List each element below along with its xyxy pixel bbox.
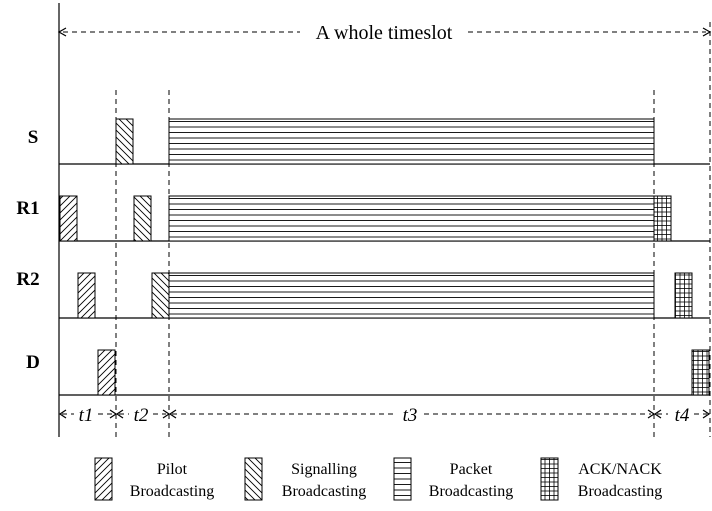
legend-item-signalling: Signalling Broadcasting: [244, 457, 366, 501]
row-label-r1: R1: [16, 198, 39, 219]
legend-line2-pilot: Broadcasting: [130, 483, 214, 500]
row-label-s: S: [28, 127, 39, 148]
r2-signalling-block: [151, 272, 170, 319]
row-label-d: D: [26, 352, 40, 373]
period-t1: t1: [58, 405, 118, 426]
s-signalling-block: [115, 118, 134, 165]
legend-line1-packet: Packet: [450, 461, 493, 478]
r2-ack-block: [674, 272, 693, 319]
period-label-t2: t2: [134, 405, 149, 426]
period-label-t3: t3: [403, 405, 418, 426]
r1-ack-block: [653, 195, 672, 242]
s-packet-block: [168, 118, 655, 165]
timeslot-arrowhead-right: [702, 27, 712, 37]
period-t4: t4: [653, 405, 711, 426]
legend-swatch-pilot: [94, 457, 113, 501]
legend-swatch-packet: [393, 457, 412, 501]
legend-swatch-ack: [540, 457, 559, 501]
period-label-t4: t4: [675, 405, 690, 426]
r2-pilot-block: [77, 272, 96, 319]
r1-packet-block: [168, 195, 655, 242]
row-label-r2: R2: [16, 269, 39, 290]
r1-signalling-block: [133, 195, 152, 242]
legend: Pilot Broadcasting Signalling Broadcasti…: [94, 457, 662, 501]
period-label-t1: t1: [79, 405, 94, 426]
r2-packet-block: [168, 272, 655, 319]
legend-item-ack: ACK/NACK Broadcasting: [540, 457, 662, 501]
d-ack-block: [691, 349, 710, 396]
legend-line1-signalling: Signalling: [291, 461, 357, 478]
legend-line2-signalling: Broadcasting: [282, 483, 366, 500]
r1-pilot-block: [59, 195, 78, 242]
legend-line2-packet: Broadcasting: [429, 483, 513, 500]
period-t2: t2: [115, 405, 171, 426]
legend-item-packet: Packet Broadcasting: [393, 457, 513, 501]
legend-line1-pilot: Pilot: [157, 461, 188, 478]
legend-line1-ack: ACK/NACK: [578, 461, 662, 478]
legend-line2-ack: Broadcasting: [578, 483, 662, 500]
timeslot-arrowhead-left: [57, 27, 67, 37]
timeslot-title: A whole timeslot: [316, 22, 453, 44]
legend-swatch-signalling: [244, 457, 263, 501]
period-t3: t3: [168, 405, 656, 426]
d-pilot-block: [97, 349, 116, 396]
legend-item-pilot: Pilot Broadcasting: [94, 457, 214, 501]
